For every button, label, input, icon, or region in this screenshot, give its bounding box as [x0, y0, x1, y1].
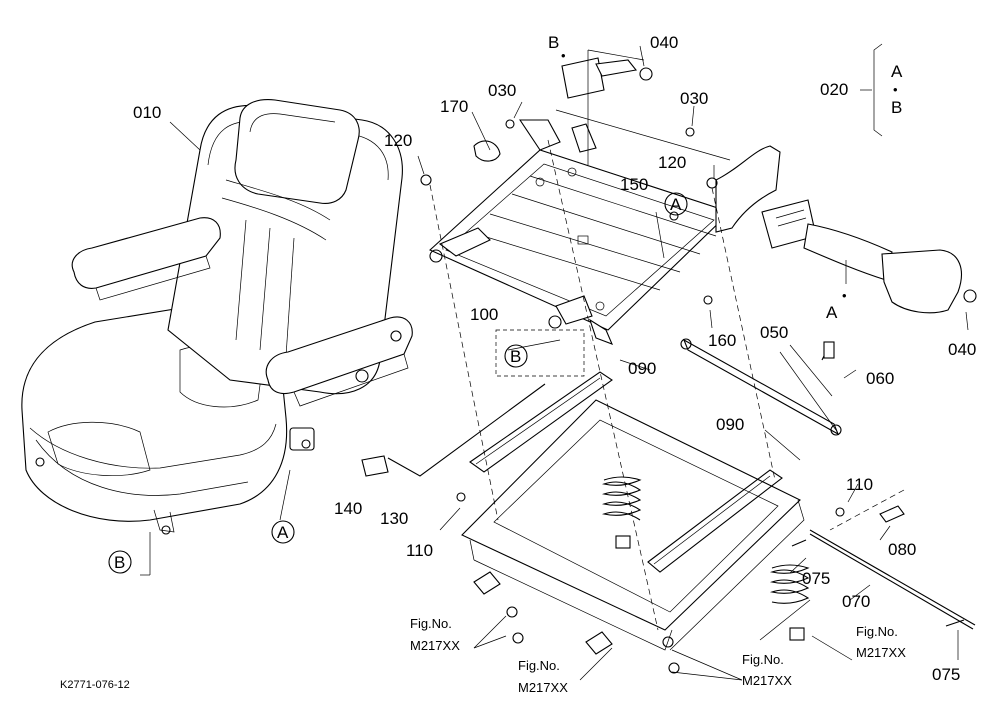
base-frame — [461, 399, 805, 655]
marker-b-top: B — [548, 33, 559, 52]
marker-dot-b-top: • — [561, 48, 566, 63]
slide-lever — [361, 383, 546, 477]
marker-a-circle-2 — [271, 520, 295, 544]
label-075-b: 075 — [932, 665, 960, 684]
label-010: 010 — [133, 103, 161, 122]
marker-b-legend: B — [891, 98, 902, 117]
fig-ref-2-line2: M217XX — [518, 680, 568, 695]
label-120-a: 120 — [384, 131, 412, 150]
marker-a-belt: A — [826, 303, 838, 322]
marker-a-circle-2-text: A — [277, 523, 289, 542]
upper-seat-frame — [429, 119, 781, 345]
diagram-id: K2771-076-12 — [60, 679, 130, 691]
labels: 010 020 030 030 040 040 050 060 070 075 … — [60, 33, 976, 695]
label-080: 080 — [888, 540, 916, 559]
fasteners — [420, 119, 845, 674]
label-040-a: 040 — [650, 33, 678, 52]
rods — [680, 338, 976, 630]
fig-ref-3-line1: Fig.No. — [742, 652, 784, 667]
slide-rails — [469, 371, 783, 573]
fig-ref-4-line2: M217XX — [856, 645, 906, 660]
marker-b-circle-1 — [504, 344, 528, 368]
label-040-b: 040 — [948, 340, 976, 359]
fig-ref-3-line2: M217XX — [742, 673, 792, 688]
label-030-b: 030 — [680, 89, 708, 108]
seat-assembly — [21, 99, 413, 535]
label-070: 070 — [842, 592, 870, 611]
label-120-b: 120 — [658, 153, 686, 172]
label-110-a: 110 — [406, 541, 433, 560]
label-140: 140 — [334, 499, 362, 518]
springs — [601, 476, 810, 641]
label-020: 020 — [820, 80, 848, 99]
marker-b-circle-2 — [108, 550, 132, 574]
label-060: 060 — [866, 369, 894, 388]
fig-ref-2-line1: Fig.No. — [518, 658, 560, 673]
marker-dot-legend: • — [893, 82, 898, 97]
marker-a-legend: A — [891, 62, 903, 81]
label-050: 050 — [760, 323, 788, 342]
circled-markers — [108, 192, 688, 574]
label-160: 160 — [708, 331, 736, 350]
label-030-a: 030 — [488, 81, 516, 100]
label-170: 170 — [440, 97, 468, 116]
label-130: 130 — [380, 509, 408, 528]
marker-dot-belt: • — [842, 288, 847, 303]
label-090-b: 090 — [716, 415, 744, 434]
label-075-a: 075 — [802, 569, 830, 588]
label-150: 150 — [620, 175, 648, 194]
label-100: 100 — [470, 305, 498, 324]
label-090-a: 090 — [628, 359, 656, 378]
seat-belt — [561, 57, 977, 314]
label-110-b: 110 — [846, 475, 873, 494]
leader-lines — [140, 43, 969, 681]
marker-b-circle-2-text: B — [114, 553, 125, 572]
marker-a-circle-1-text: A — [670, 195, 682, 214]
fig-ref-4-line1: Fig.No. — [856, 624, 898, 639]
fig-ref-1-line2: M217XX — [410, 638, 460, 653]
fig-ref-1-line1: Fig.No. — [410, 616, 452, 631]
marker-b-circle-1-text: B — [510, 347, 521, 366]
marker-a-circle-1 — [664, 192, 688, 216]
